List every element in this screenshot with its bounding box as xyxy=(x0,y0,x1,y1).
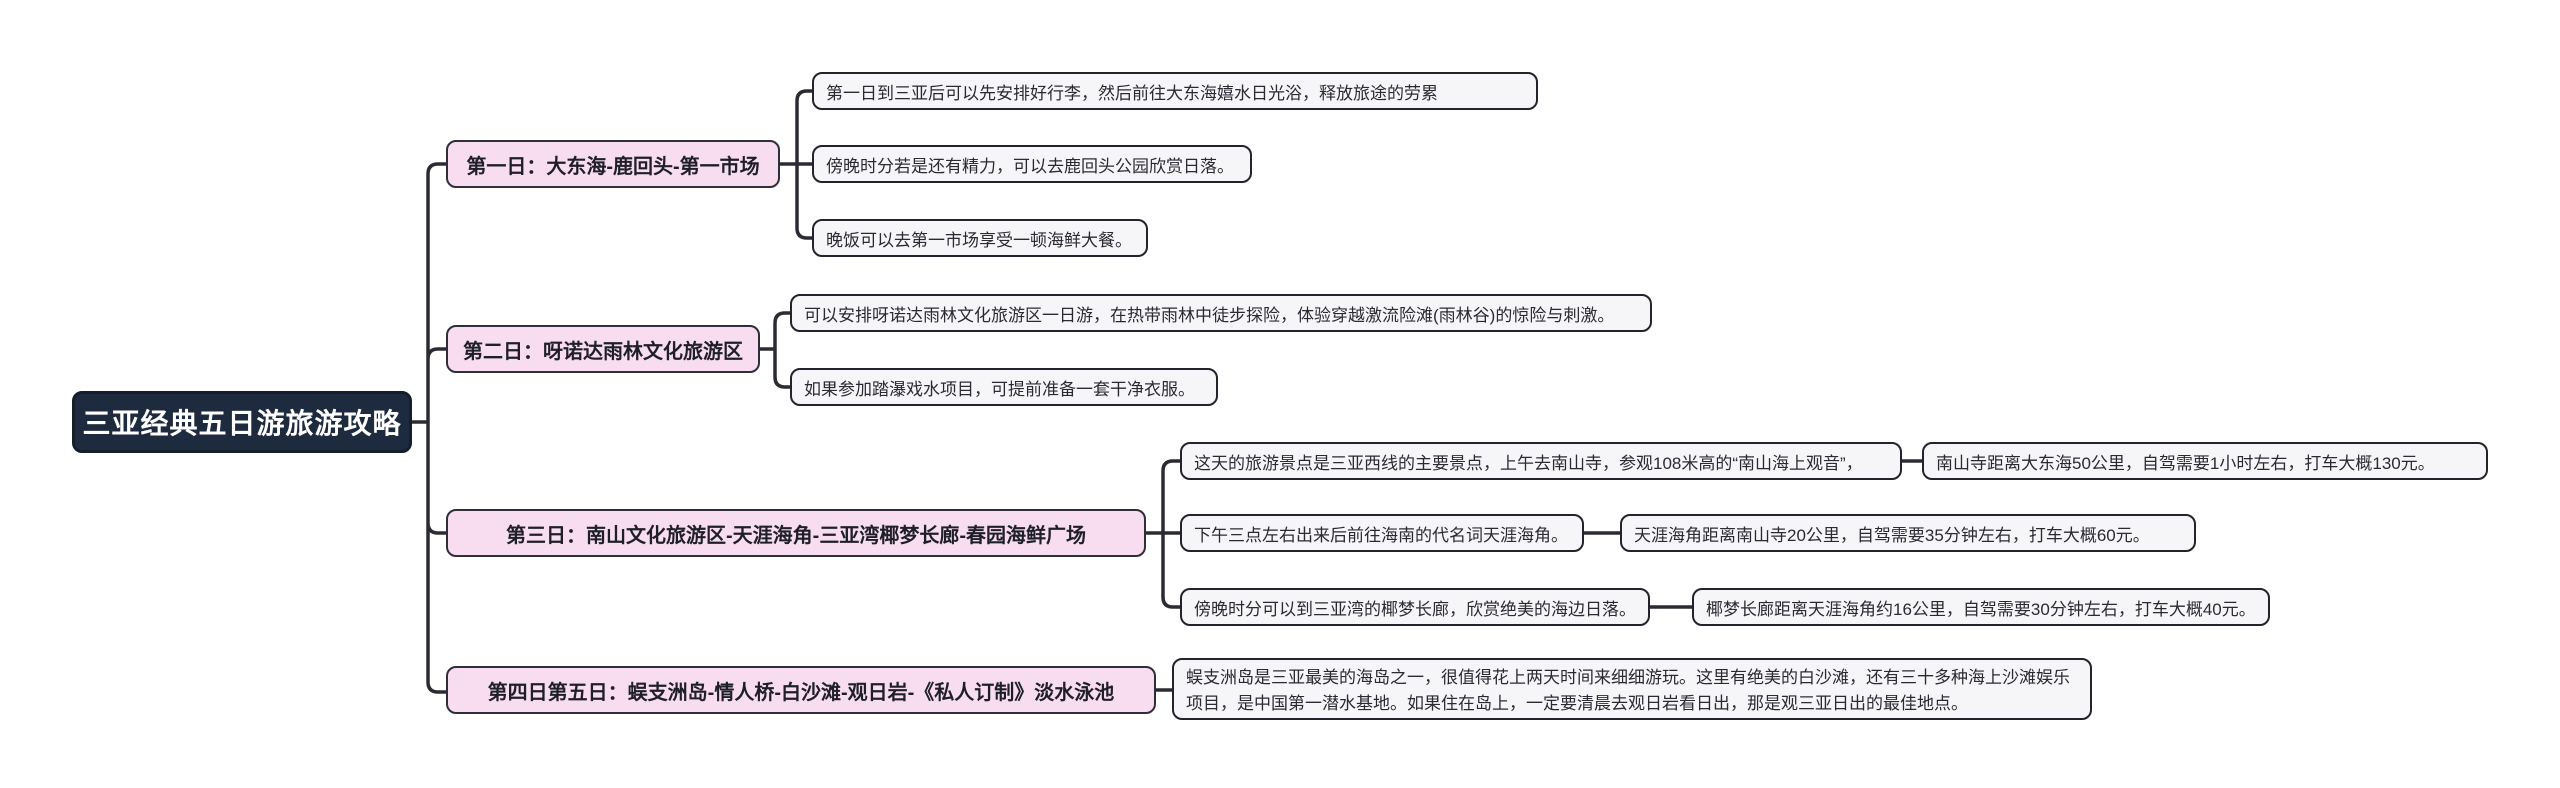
branch-topic-day3[interactable]: 第三日：南山文化旅游区-天涯海角-三亚湾椰梦长廊-春园海鲜广场 xyxy=(446,509,1146,557)
note-day3-tianya[interactable]: 下午三点左右出来后前往海南的代名词天涯海角。 xyxy=(1180,514,1584,552)
branch-topic-day1[interactable]: 第一日：大东海-鹿回头-第一市场 xyxy=(446,140,780,188)
note-day3-tianya-distance[interactable]: 天涯海角距离南山寺20公里，自驾需要35分钟左右，打车大概60元。 xyxy=(1620,514,2196,552)
note-day3-nanshan[interactable]: 这天的旅游景点是三亚西线的主要景点，上午去南山寺，参观108米高的“南山海上观音… xyxy=(1180,442,1902,480)
note-day2-clothes[interactable]: 如果参加踏瀑戏水项目，可提前准备一套干净衣服。 xyxy=(790,368,1218,406)
note-day4-5-wuzhizhou[interactable]: 蜈支洲岛是三亚最美的海岛之一，很值得花上两天时间来细细游玩。这里有绝美的白沙滩，… xyxy=(1172,658,2092,720)
connector-branch1-children xyxy=(738,89,834,240)
note-day3-nanshan-distance[interactable]: 南山寺距离大东海50公里，自驾需要1小时左右，打车大概130元。 xyxy=(1922,442,2488,480)
note-day3-yemeng-distance[interactable]: 椰梦长廊距离天涯海角约16公里，自驾需要30分钟左右，打车大概40元。 xyxy=(1692,588,2270,626)
note-day2-rainforest[interactable]: 可以安排呀诺达雨林文化旅游区一日游，在热带雨林中徒步探险，体验穿越激流险滩(雨林… xyxy=(790,294,1652,332)
note-day1-seafood[interactable]: 晚饭可以去第一市场享受一顿海鲜大餐。 xyxy=(812,219,1148,257)
branch-topic-day4-5[interactable]: 第四日第五日：蜈支洲岛-情人桥-白沙滩-观日岩-《私人订制》淡水泳池 xyxy=(446,666,1156,714)
note-day1-sunset[interactable]: 傍晚时分若是还有精力，可以去鹿回头公园欣赏日落。 xyxy=(812,145,1252,183)
root-topic[interactable]: 三亚经典五日游旅游攻略 xyxy=(72,391,412,453)
connector-branch3-children xyxy=(1098,459,1212,609)
branch-topic-day2[interactable]: 第二日：呀诺达雨林文化旅游区 xyxy=(446,325,760,373)
connector-root-trunk xyxy=(398,162,472,694)
note-day3-yemeng[interactable]: 傍晚时分可以到三亚湾的椰梦长廊，欣赏绝美的海边日落。 xyxy=(1180,588,1650,626)
note-day1-luggage[interactable]: 第一日到三亚后可以先安排好行李，然后前往大东海嬉水日光浴，释放旅途的劳累 xyxy=(812,72,1538,110)
